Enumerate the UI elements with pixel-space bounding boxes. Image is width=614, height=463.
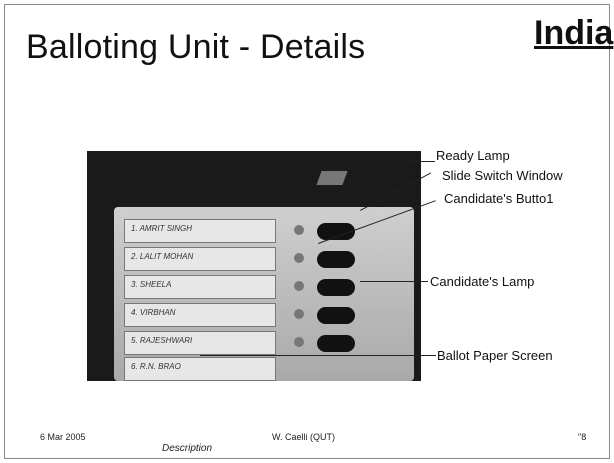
- candidate-lamp: [294, 281, 304, 291]
- leader-line: [410, 161, 435, 162]
- candidate-name: 4. VIRBHAN: [131, 308, 176, 317]
- label-slide-switch-window: Slide Switch Window: [442, 168, 563, 183]
- country-heading: India: [534, 14, 614, 52]
- leader-line: [360, 281, 428, 282]
- candidate-lamp: [294, 337, 304, 347]
- slide-border: [4, 4, 610, 459]
- candidate-lamp: [294, 225, 304, 235]
- label-candidates-button: Candidate's Butto​1: [444, 191, 554, 206]
- candidate-strip: 2. LALIT MOHAN: [124, 247, 276, 271]
- candidate-lamp: [294, 309, 304, 319]
- footer-page-number: "8: [578, 432, 587, 442]
- footer-description: Description: [162, 443, 213, 454]
- candidate-button: [317, 307, 355, 324]
- candidate-button: [317, 223, 355, 240]
- balloting-unit-photo: 1. AMRIT SINGH 2. LALIT MOHAN 3. SHEELA …: [87, 151, 421, 381]
- candidate-name: 6. R.N. BRAO: [131, 362, 181, 371]
- candidate-strip: 1. AMRIT SINGH: [124, 219, 276, 243]
- leader-line: [200, 355, 436, 356]
- candidate-strip: 6. R.N. BRAO: [124, 357, 276, 381]
- candidate-strip: 5. RAJESHWARI: [124, 331, 276, 355]
- label-ready-lamp: Ready Lamp: [436, 148, 510, 163]
- label-candidates-lamp: Candidate's Lamp: [430, 274, 535, 289]
- candidate-name: 2. LALIT MOHAN: [131, 252, 194, 261]
- candidate-strip: 4. VIRBHAN: [124, 303, 276, 327]
- label-ballot-paper-screen: Ballot Paper Screen: [437, 348, 553, 363]
- candidate-button: [317, 279, 355, 296]
- candidate-button: [317, 251, 355, 268]
- slide-title: Balloting Unit - Details: [26, 28, 366, 66]
- ballot-panel: 1. AMRIT SINGH 2. LALIT MOHAN 3. SHEELA …: [114, 207, 414, 381]
- candidate-name: 3. SHEELA: [131, 280, 172, 289]
- candidate-name: 1. AMRIT SINGH: [131, 224, 193, 233]
- candidate-lamp: [294, 253, 304, 263]
- candidate-name: 5. RAJESHWARI: [131, 336, 193, 345]
- footer-author: W. Caelli (QUT): [272, 432, 335, 442]
- candidate-strip: 3. SHEELA: [124, 275, 276, 299]
- candidate-button: [317, 335, 355, 352]
- footer-date: 6 Mar 2005: [40, 432, 86, 442]
- ready-lamp-marker: [316, 171, 348, 185]
